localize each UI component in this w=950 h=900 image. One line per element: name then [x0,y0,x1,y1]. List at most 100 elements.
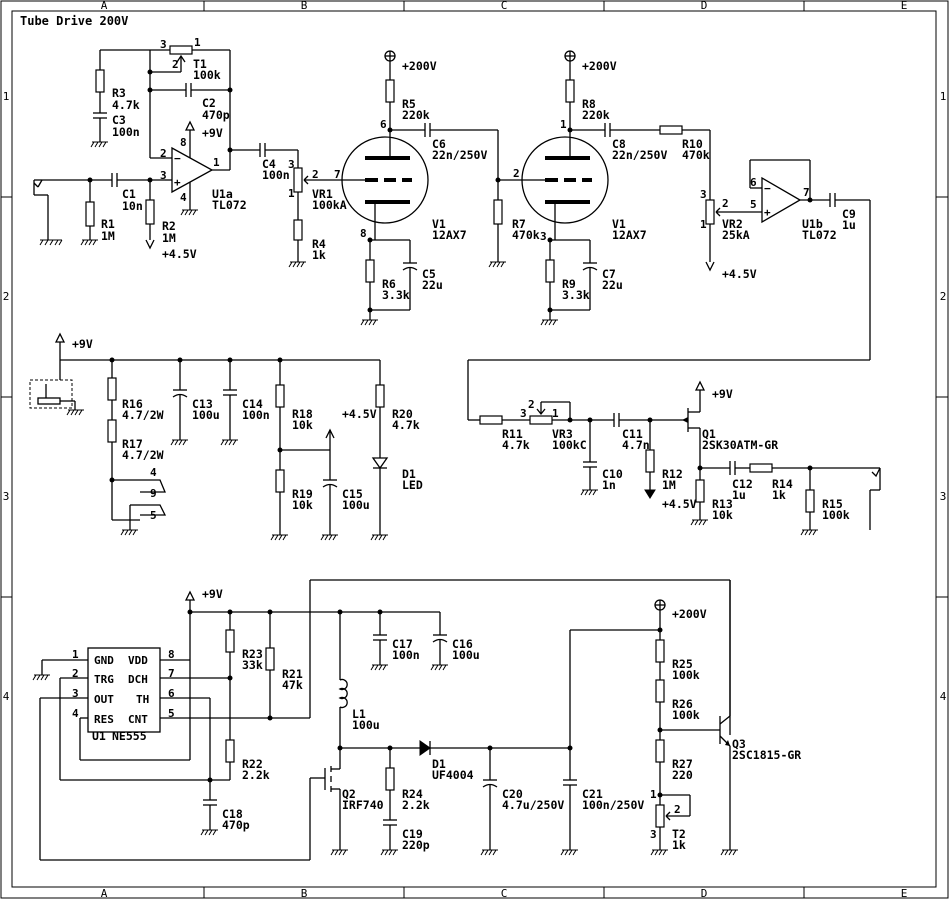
c9-ref: C9 [842,207,856,221]
svg-text:2: 2 [722,197,729,210]
svg-text:1: 1 [213,156,220,169]
grid-row-label: 2 [940,290,947,303]
r19-ref: R19 [292,487,313,501]
r21-ref: R21 [282,667,303,681]
svg-text:3: 3 [160,169,167,182]
r1-ref: R1 [101,217,115,231]
svg-text:8: 8 [180,136,187,149]
grid-col-label: D [701,887,708,900]
v9-label: +9V [202,587,223,601]
l1-value: 100u [352,718,380,732]
led-ref: D1 [402,467,416,481]
c8-ref: C8 [612,137,626,151]
svg-text:7: 7 [168,667,175,680]
svg-text:5: 5 [150,509,157,522]
r4-ref: R4 [312,237,326,251]
input-jack-icon [33,179,49,240]
svg-text:8: 8 [360,227,367,240]
r25-ref: R25 [672,657,693,671]
grid-col-label: C [501,887,508,900]
grid-row-label: 4 [940,690,947,703]
grid-col-label: A [101,0,108,12]
r1-value: 1M [101,229,115,243]
c11-ref: C11 [622,427,643,441]
v9-label: +9V [712,387,733,401]
c2-value: 470p [202,108,230,122]
dc-jack-icon [29,379,73,409]
r24-ref: R24 [402,787,423,801]
q2-value: IRF740 [342,798,384,812]
svg-text:−: − [764,182,771,195]
c18-ref: C18 [222,807,243,821]
svg-text:+: + [764,206,771,219]
v45-label: +4.5V [722,267,757,281]
c10-value: 1n [602,478,616,492]
c12-value: 1u [732,488,746,502]
svg-text:VDD: VDD [128,654,148,667]
r20-value: 4.7k [392,418,420,432]
c16-ref: C16 [452,637,473,651]
boost-converter-section [32,579,738,861]
rail-200v-icon [384,50,396,62]
c19-value: 220p [402,838,430,852]
r8-ref: R8 [582,97,596,111]
r15-value: 100k [822,508,850,522]
c1-value: 10n [122,199,143,213]
vr1-ref: VR1 [312,187,333,201]
svg-text:7: 7 [334,168,341,181]
c15-ref: C15 [342,487,363,501]
c9-value: 1u [842,218,856,232]
c3-value: 100n [112,125,140,139]
q2-ref: Q2 [342,787,356,801]
v200-label: +200V [402,59,437,73]
c11-value: 4.7n [622,438,650,452]
svg-text:1: 1 [288,187,295,200]
r13-ref: R13 [712,497,733,511]
svg-text:1: 1 [560,118,567,131]
r23-ref: R23 [242,647,263,661]
svg-text:3: 3 [72,687,79,700]
c7-ref: C7 [602,267,616,281]
c16-value: 100u [452,648,480,662]
r5-ref: R5 [402,97,416,111]
svg-text:2: 2 [312,168,319,181]
vr2-value: 25kA [722,228,750,242]
svg-text:5: 5 [750,198,757,211]
grid-col-label: B [301,0,308,12]
c14-value: 100n [242,408,270,422]
v200-label: +200V [582,59,617,73]
r14-value: 1k [772,488,786,502]
r13-value: 10k [712,508,733,522]
inductor-icon [338,678,348,709]
r17-value: 4.7/2W [122,448,164,462]
c20-value: 4.7u/250V [502,798,564,812]
v45-label: +4.5V [342,407,377,421]
svg-text:3: 3 [288,158,295,171]
svg-text:1: 1 [650,788,657,801]
r11-ref: R11 [502,427,523,441]
c15-value: 100u [342,498,370,512]
c17-ref: C17 [392,637,413,651]
svg-text:6: 6 [750,176,757,189]
tube-stage-v1a [341,50,540,326]
led-value: LED [402,478,423,492]
svg-text:1: 1 [552,407,559,420]
grid-row-label: 2 [3,290,10,303]
svg-text:3: 3 [540,230,547,243]
output-stage-section [479,380,881,536]
q1-value: 2SK30ATM-GR [702,438,778,452]
grid-row-label: 1 [940,90,947,103]
c20-ref: C20 [502,787,523,801]
r26-value: 100k [672,708,700,722]
r17-ref: R17 [122,437,143,451]
svg-text:1: 1 [72,648,79,661]
r20-ref: R20 [392,407,413,421]
svg-text:3: 3 [650,828,657,841]
r2-value: 1M [162,231,176,245]
grid-row-label: 1 [3,90,10,103]
svg-text:OUT: OUT [94,693,114,706]
r24-value: 2.2k [402,798,430,812]
c6-value: 22n/250V [432,148,487,162]
r16-value: 4.7/2W [122,408,164,422]
